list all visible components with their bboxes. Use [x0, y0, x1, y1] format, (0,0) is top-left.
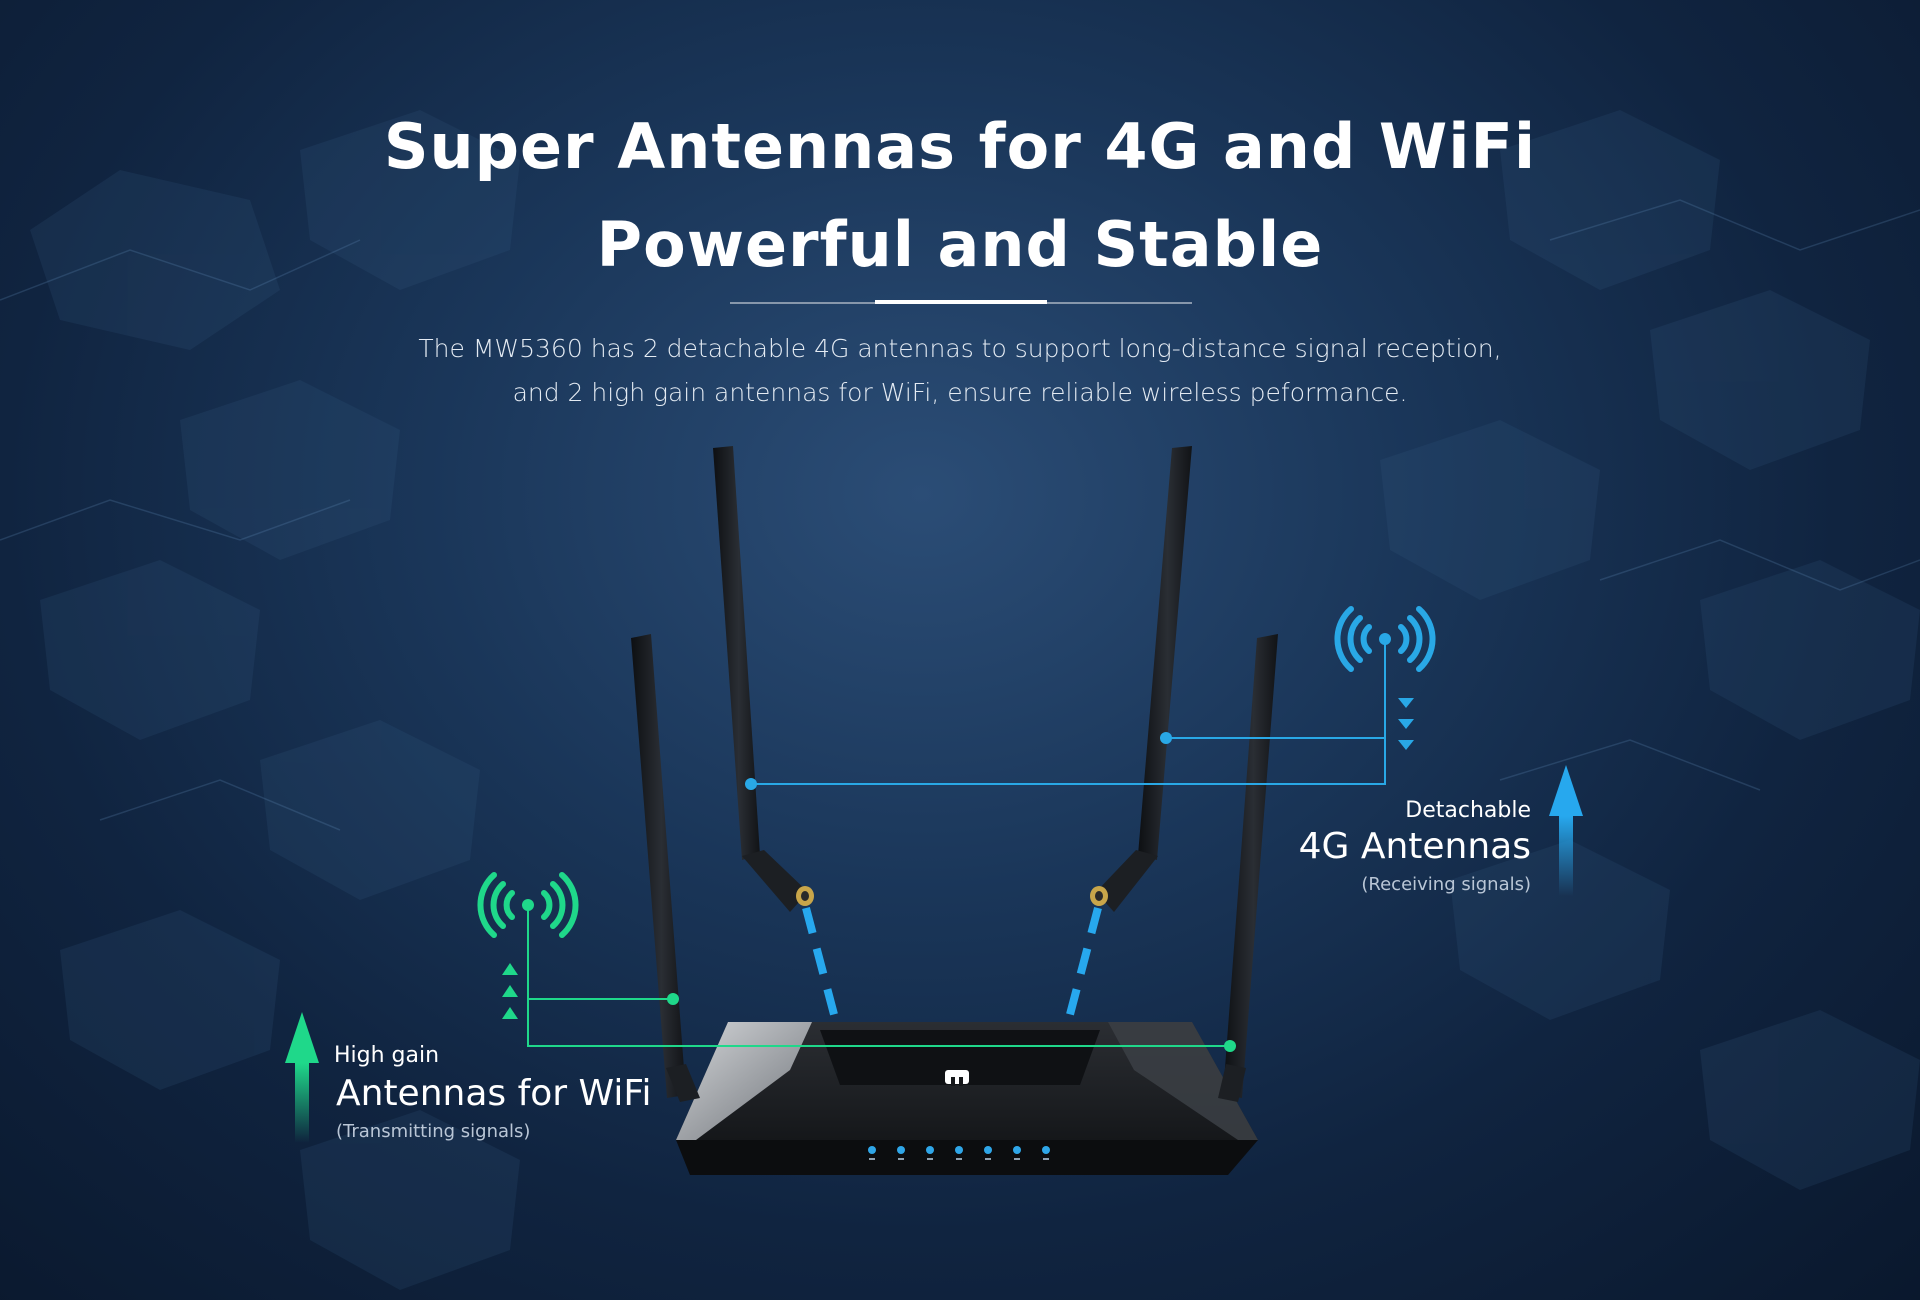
signal-bars-icon [1042, 1146, 1050, 1154]
power-icon [868, 1146, 876, 1154]
title-divider-accent [875, 300, 1047, 304]
wifi-signal-indicator [477, 872, 1236, 1052]
lan-icon [955, 1146, 963, 1154]
network-icon [1013, 1146, 1021, 1154]
page-title: Super Antennas for 4G and WiFi [383, 110, 1537, 183]
lte-callout-title: 4G Antennas [1298, 826, 1531, 867]
arrow-up-icon [1549, 765, 1583, 896]
wifi-callout-title: Antennas for WiFi [336, 1073, 652, 1114]
status-leds [868, 1146, 1050, 1154]
lte-callout-label: Detachable [1405, 798, 1531, 823]
lte-signal-indicator [745, 606, 1436, 790]
lan-icon [984, 1146, 992, 1154]
wifi-icon [897, 1146, 905, 1154]
signal-waves-icon [1334, 606, 1436, 672]
lte-antenna-right [1090, 446, 1192, 912]
brand-logo-icon [945, 1070, 969, 1084]
description-line-1: The MW5360 has 2 detachable 4G antennas … [418, 334, 1502, 363]
lte-antenna-left [713, 446, 814, 912]
wifi-antenna-left [631, 634, 700, 1102]
wifi-callout-label: High gain [334, 1043, 440, 1068]
signal-waves-icon [477, 872, 579, 938]
wifi-callout-subtitle: (Transmitting signals) [336, 1121, 531, 1142]
router-body [676, 1022, 1258, 1175]
lte-cable-left [802, 906, 840, 1024]
wan-icon [926, 1146, 934, 1154]
page-subtitle: Powerful and Stable [596, 208, 1324, 281]
description-line-2: and 2 high gain antennas for WiFi, ensur… [512, 378, 1408, 407]
lte-cable-right [1064, 906, 1102, 1024]
lte-callout-subtitle: (Receiving signals) [1361, 874, 1531, 895]
arrow-up-icon [285, 1012, 319, 1143]
wifi-antenna-right [1218, 634, 1278, 1102]
